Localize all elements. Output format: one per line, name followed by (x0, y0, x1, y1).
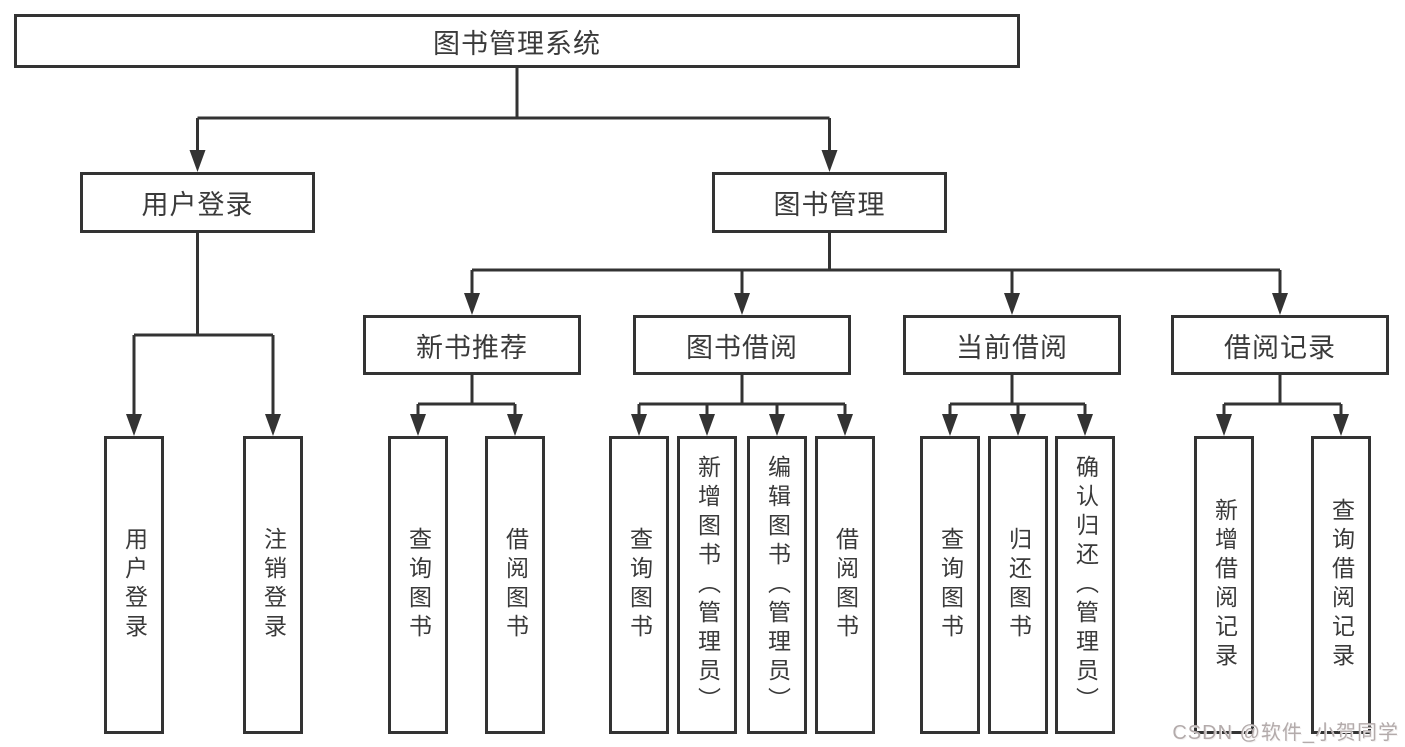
node-leaf-query-books-current: 查询图书 (920, 436, 980, 734)
node-leaf-add-borrow-record: 新增借阅记录 (1194, 436, 1254, 734)
node-current-borrowing: 当前借阅 (903, 315, 1121, 375)
connector-lines (132, 68, 1343, 416)
node-leaf-borrow-books-recommend: 借阅图书 (485, 436, 545, 734)
node-book-management: 图书管理 (712, 172, 947, 233)
node-book-borrowing: 图书借阅 (633, 315, 851, 375)
node-leaf-logout: 注销登录 (243, 436, 303, 734)
connector-arrowheads (126, 150, 1349, 436)
node-leaf-add-book-admin: 新增图书（管理员） (677, 436, 737, 734)
csdn-watermark: CSDN @软件_小贺同学 (1172, 722, 1399, 744)
node-library-management-system: 图书管理系统 (14, 14, 1020, 68)
node-leaf-return-books: 归还图书 (988, 436, 1048, 734)
node-leaf-query-books-recommend: 查询图书 (388, 436, 448, 734)
node-leaf-query-borrow-record: 查询借阅记录 (1311, 436, 1371, 734)
node-leaf-query-books-borrowing: 查询图书 (609, 436, 669, 734)
node-leaf-confirm-return-admin: 确认归还（管理员） (1055, 436, 1115, 734)
node-leaf-edit-book-admin: 编辑图书（管理员） (747, 436, 807, 734)
node-user-login: 用户登录 (80, 172, 315, 233)
node-borrowing-records: 借阅记录 (1171, 315, 1389, 375)
node-leaf-borrow-books-borrowing: 借阅图书 (815, 436, 875, 734)
node-leaf-user-login: 用户登录 (104, 436, 164, 734)
node-new-book-recommendation: 新书推荐 (363, 315, 581, 375)
